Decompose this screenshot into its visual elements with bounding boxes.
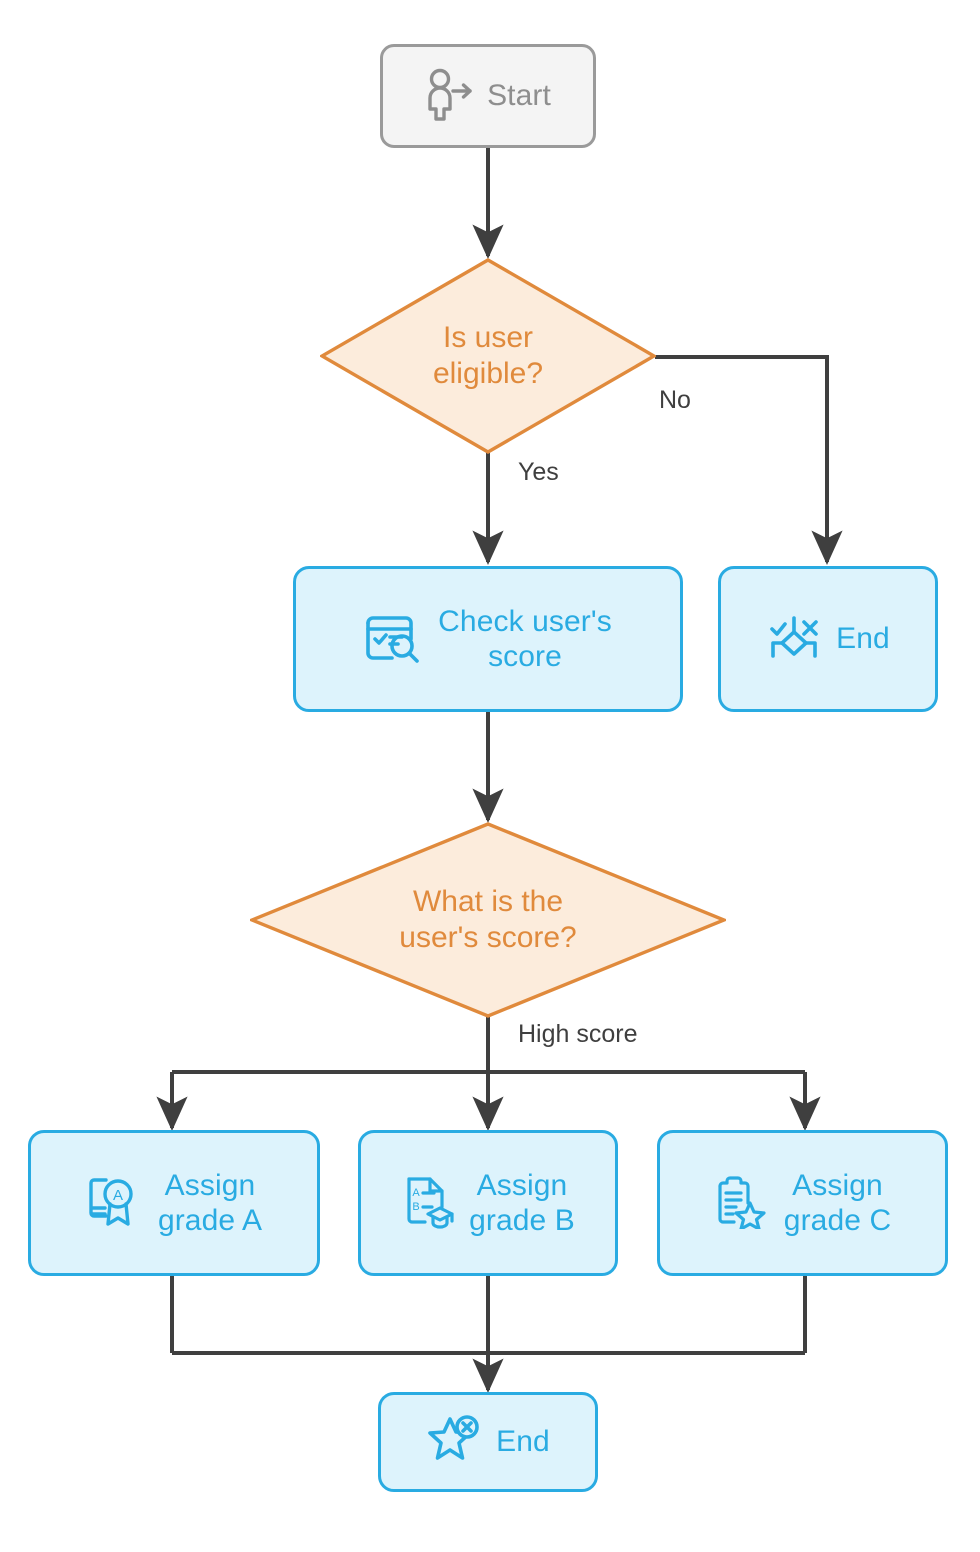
node-end-right[interactable]: End — [718, 566, 938, 712]
edge-eligible-no-to-end — [655, 355, 843, 565]
edge-label-no: No — [659, 386, 691, 414]
card-search-icon — [364, 611, 420, 668]
node-check-user-score-label: Check user's score — [438, 604, 612, 673]
node-assign-grade-a-label: Assign grade A — [157, 1168, 263, 1237]
node-assign-grade-b[interactable]: A B Assign grade B — [358, 1130, 618, 1276]
svg-text:B: B — [412, 1201, 419, 1213]
svg-text:A: A — [113, 1187, 123, 1204]
svg-text:A: A — [412, 1187, 420, 1199]
node-end-right-label: End — [836, 622, 890, 656]
decision-check-cross-icon — [766, 612, 822, 667]
node-assign-grade-c[interactable]: Assign grade C — [657, 1130, 948, 1276]
node-start-label: Start — [487, 79, 551, 113]
star-cross-icon — [426, 1414, 482, 1471]
node-decision-is-user-eligible[interactable]: Is user eligible? — [320, 258, 656, 454]
node-start[interactable]: Start — [380, 44, 596, 148]
node-decision-what-is-score[interactable]: What is the user's score? — [250, 822, 726, 1018]
certificate-award-a-icon: A — [86, 1173, 142, 1234]
node-decision-what-is-score-label: What is the user's score? — [399, 885, 577, 954]
edge-label-high-score: High score — [518, 1020, 638, 1048]
node-assign-grade-b-label: Assign grade B — [469, 1168, 575, 1237]
node-assign-grade-c-label: Assign grade C — [783, 1168, 892, 1237]
document-graduation-cap-icon: A B — [401, 1173, 455, 1234]
node-assign-grade-a[interactable]: A Assign grade A — [28, 1130, 320, 1276]
node-check-user-score[interactable]: Check user's score — [293, 566, 683, 712]
node-end-bottom-label: End — [496, 1425, 550, 1459]
person-arrow-icon — [425, 67, 473, 126]
edge-label-yes: Yes — [518, 458, 559, 486]
clipboard-star-icon — [714, 1173, 768, 1234]
node-end-bottom[interactable]: End — [378, 1392, 598, 1492]
node-decision-is-user-eligible-label: Is user eligible? — [432, 321, 544, 390]
